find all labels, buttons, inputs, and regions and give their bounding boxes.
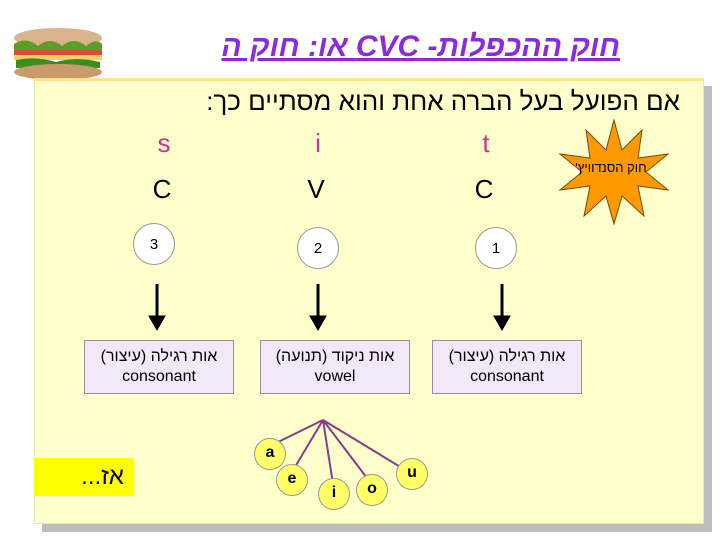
down-arrow-left (149, 284, 165, 330)
desc-he: אות ניקוד (תנועה) (261, 347, 409, 367)
footer-az: אז... (34, 458, 134, 496)
down-arrow-right (494, 284, 510, 330)
vowel-bubble-u: u (396, 458, 428, 490)
desc-en: vowel (261, 367, 409, 387)
desc-box-consonant-right: אות רגילה (עיצור) consonant (432, 340, 582, 394)
vowel-bubble-a: a (254, 438, 286, 470)
desc-en: consonant (85, 367, 233, 387)
desc-box-vowel: אות ניקוד (תנועה) vowel (260, 340, 410, 394)
desc-he: אות רגילה (עיצור) (433, 347, 581, 367)
vowel-bubble-i: i (318, 478, 350, 510)
desc-he: אות רגילה (עיצור) (85, 347, 233, 367)
desc-box-consonant-left: אות רגילה (עיצור) consonant (84, 340, 234, 394)
down-arrow-middle (310, 284, 326, 330)
vowel-bubble-o: o (356, 474, 388, 506)
vowel-bubble-e: e (276, 464, 308, 496)
desc-en: consonant (433, 367, 581, 387)
